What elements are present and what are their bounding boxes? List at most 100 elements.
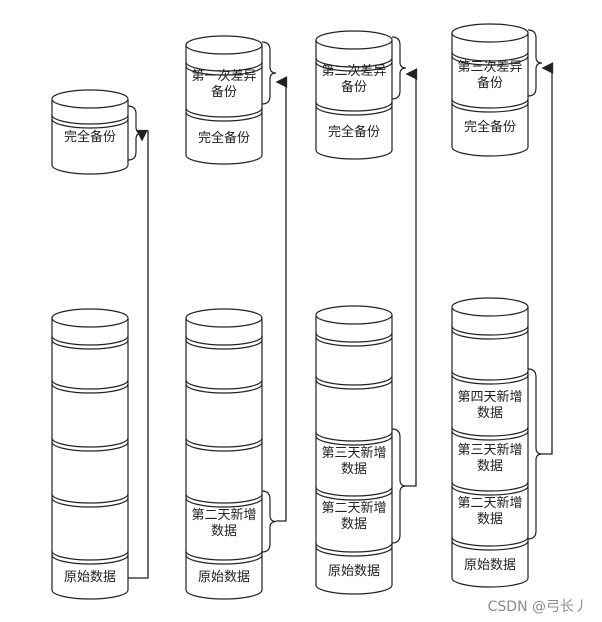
disk-label-original-data: 原始数据 bbox=[328, 563, 380, 578]
disk-ring bbox=[315, 435, 393, 446]
disk-ring bbox=[451, 430, 529, 441]
disk-ring bbox=[451, 329, 529, 340]
disk-ring bbox=[451, 536, 529, 547]
col4-backup-cylinder bbox=[451, 23, 529, 157]
disk-ring bbox=[51, 554, 129, 565]
brace-col1-full bbox=[127, 105, 143, 161]
disk-ring bbox=[185, 107, 263, 118]
disk-label-day3-new: 第三天新增数据 bbox=[321, 445, 386, 476]
disk-top bbox=[51, 308, 129, 328]
col1-data-cylinder bbox=[51, 308, 129, 600]
disk-ring bbox=[185, 335, 263, 346]
disk-label-original-data: 原始数据 bbox=[464, 557, 516, 572]
disk-ring bbox=[315, 105, 393, 116]
disk-top bbox=[185, 35, 263, 55]
disk-ring bbox=[185, 61, 263, 72]
disk-ring bbox=[51, 118, 129, 129]
disk-ring bbox=[315, 486, 393, 497]
disk-ring bbox=[185, 383, 263, 394]
disk-ring bbox=[51, 493, 129, 504]
disk-ring bbox=[185, 65, 263, 76]
disk-ring bbox=[315, 332, 393, 343]
disk-ring bbox=[315, 379, 393, 390]
brace-col2-diff bbox=[261, 41, 277, 105]
disk-ring bbox=[51, 114, 129, 125]
disk-ring bbox=[451, 374, 529, 385]
disk-ring bbox=[185, 441, 263, 452]
disk-label-full-backup: 完全备份 bbox=[198, 130, 250, 145]
arrow-col2 bbox=[275, 76, 288, 522]
brace-col3-day2-3 bbox=[391, 428, 407, 544]
col1-backup-cylinder bbox=[51, 89, 129, 175]
disk-ring bbox=[51, 383, 129, 394]
disk-ring bbox=[315, 101, 393, 112]
disk-ring bbox=[451, 426, 529, 437]
disk-ring bbox=[185, 497, 263, 508]
disk-ring bbox=[51, 379, 129, 390]
disk-ring bbox=[451, 102, 529, 113]
disk-ring bbox=[315, 431, 393, 442]
disk-ring bbox=[185, 111, 263, 122]
disk-ring bbox=[51, 339, 129, 350]
disk-ring bbox=[451, 485, 529, 496]
disk-top bbox=[451, 297, 529, 317]
disk-label-full-backup: 完全备份 bbox=[328, 124, 380, 139]
disk-ring bbox=[451, 55, 529, 66]
col2-backup-cylinder bbox=[185, 35, 263, 165]
disk-label-diff-3: 第三次差异备份 bbox=[457, 59, 522, 90]
disk-top bbox=[315, 305, 393, 325]
disk-ring bbox=[451, 51, 529, 62]
arrow-col4 bbox=[541, 62, 554, 455]
disk-label-day2-new: 第二天新增数据 bbox=[457, 495, 522, 526]
col3-data-cylinder bbox=[315, 305, 393, 595]
disk-ring bbox=[315, 546, 393, 557]
brace-col2-day2 bbox=[261, 490, 277, 553]
disk-ring bbox=[315, 336, 393, 347]
disk-ring bbox=[451, 370, 529, 381]
disk-ring bbox=[315, 57, 393, 68]
disk-ring bbox=[315, 375, 393, 386]
brace-col4-day2-4 bbox=[527, 368, 543, 540]
disk-ring bbox=[451, 98, 529, 109]
col3-backup-cylinder bbox=[315, 30, 393, 160]
disk-ring bbox=[51, 497, 129, 508]
disk-label-day2-new: 第二天新增数据 bbox=[321, 500, 386, 531]
disk-ring bbox=[315, 61, 393, 72]
arrow-col1 bbox=[128, 129, 149, 579]
disk-top bbox=[51, 89, 129, 109]
brace-col4-diff bbox=[527, 29, 543, 97]
arrows-layer bbox=[128, 62, 554, 579]
disk-ring bbox=[185, 554, 263, 565]
disk-label-day3-new: 第三天新增数据 bbox=[457, 442, 522, 473]
arrow-col3 bbox=[405, 68, 418, 487]
cylinders-layer bbox=[51, 23, 529, 600]
col4-data-cylinder bbox=[451, 297, 529, 588]
disk-label-diff-2: 第二次差异备份 bbox=[321, 63, 386, 94]
disk-ring bbox=[451, 540, 529, 551]
disk-label-diff-1: 第一次差异备份 bbox=[191, 68, 256, 99]
disk-ring bbox=[51, 550, 129, 561]
disk-ring bbox=[185, 437, 263, 448]
watermark: CSDN @弓长丿 bbox=[487, 599, 588, 615]
disk-ring bbox=[51, 335, 129, 346]
disk-top bbox=[451, 23, 529, 43]
disk-ring bbox=[451, 325, 529, 336]
disk-label-original-data: 原始数据 bbox=[64, 569, 116, 584]
disk-label-original-data: 原始数据 bbox=[198, 569, 250, 584]
disk-top bbox=[315, 30, 393, 50]
brace-col3-diff bbox=[391, 36, 407, 100]
disk-ring bbox=[51, 441, 129, 452]
disk-ring bbox=[185, 379, 263, 390]
disk-label-full-backup: 完全备份 bbox=[64, 129, 116, 144]
disk-ring bbox=[185, 550, 263, 561]
disk-ring bbox=[51, 437, 129, 448]
disk-ring bbox=[315, 490, 393, 501]
disk-ring bbox=[315, 542, 393, 553]
disk-label-full-backup: 完全备份 bbox=[464, 119, 516, 134]
disk-label-day4-new: 第四天新增数据 bbox=[457, 389, 522, 420]
disk-ring bbox=[451, 481, 529, 492]
disk-label-day2-new: 第二天新增数据 bbox=[191, 507, 256, 538]
disk-ring bbox=[185, 339, 263, 350]
